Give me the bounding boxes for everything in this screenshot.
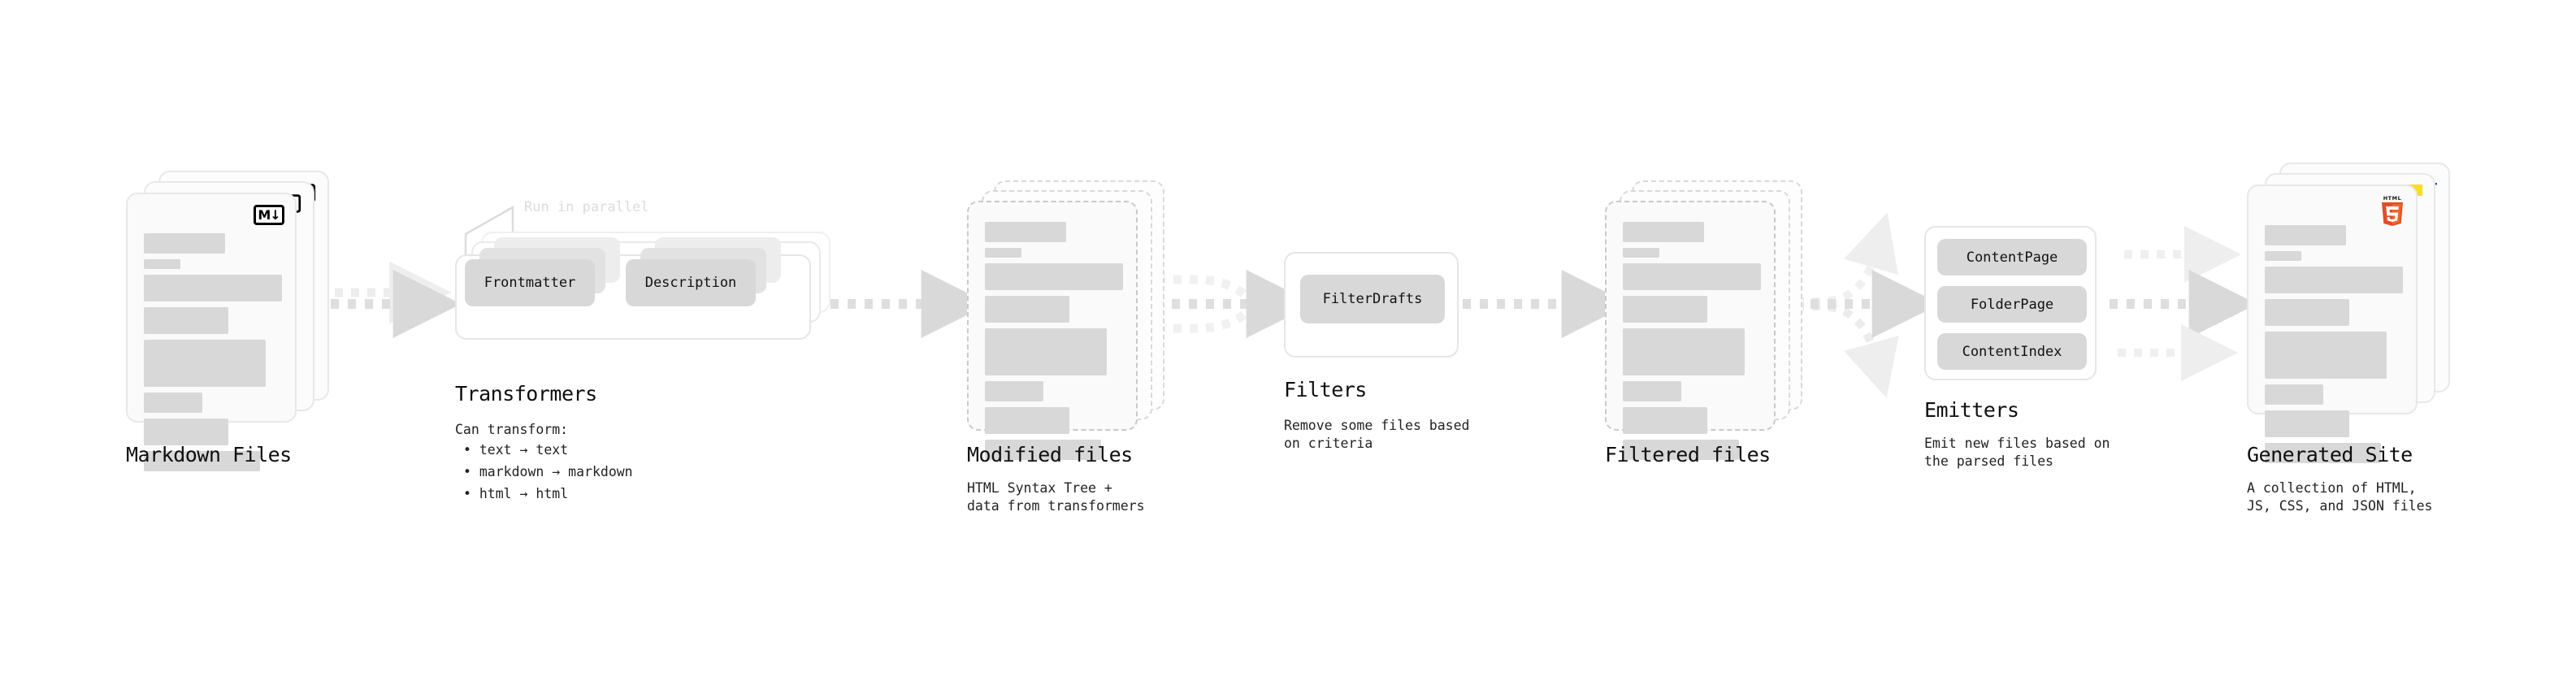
doc-line-6 [144,419,228,445]
html5-badge: HTML [2379,194,2406,227]
doc-line-5 [1623,381,1681,401]
transformers-bullet-1: • markdown → markdown [463,464,633,479]
generated-site-subtitle: A collection of HTML, JS, CSS, and JSON … [2247,480,2433,514]
doc-line-1 [144,259,180,269]
chip-contentindex[interactable]: ContentIndex [1937,333,2087,370]
doc-line-7 [144,451,260,471]
doc-line-4 [1623,328,1745,375]
transformers-bullet-0: • text → text [463,442,569,458]
doc-line-6 [985,407,1069,434]
doc-line-1 [985,248,1021,258]
doc-line-3 [985,296,1069,323]
doc-line-0 [2265,225,2346,245]
doc-line-3 [1623,296,1707,323]
doc-line-6 [1623,407,1707,434]
svg-text:HTML: HTML [2383,195,2402,202]
chip-contentpage[interactable]: ContentPage [1937,239,2087,275]
chip-folderpage[interactable]: FolderPage [1937,286,2087,323]
doc-line-7 [1623,440,1739,460]
stage-title-emitters: Emitters [1924,398,2019,422]
doc-line-3 [144,307,228,334]
doc-line-6 [2265,410,2349,437]
doc-line-0 [1623,222,1704,242]
doc-line-1 [1623,248,1659,258]
doc-placeholder-lines [985,222,1123,466]
doc-line-3 [2265,299,2349,326]
stage-title-markdown-files: Markdown Files [126,443,292,466]
doc-line-2 [2265,267,2403,293]
emitters-box: ContentPage FolderPage ContentIndex [1924,226,2097,380]
modified-card-front [967,201,1138,460]
doc-line-2 [144,275,282,301]
doc-line-4 [985,328,1107,375]
doc-line-0 [144,233,225,254]
arrow-emitters-to-site [2110,226,2257,381]
emitters-subtitle: Emit new files based on the parsed files [1924,436,2110,470]
filtered-card-front [1605,201,1776,460]
chip-filterdrafts[interactable]: FilterDrafts [1300,275,1445,323]
doc-placeholder-lines [1623,222,1761,466]
doc-line-0 [985,222,1066,242]
stage-title-filtered-files: Filtered files [1605,443,1771,466]
modified-files-subtitle: HTML Syntax Tree + data from transformer… [967,480,1145,514]
stage-title-modified-files: Modified files [967,443,1133,466]
doc-line-7 [2265,443,2381,463]
run-in-parallel-label: Run in parallel [524,199,649,215]
transformers-box-front: Frontmatter Description [455,237,811,340]
transformers-subtitle: Can transform: [455,422,569,437]
filters-box: FilterDrafts [1284,252,1459,358]
chip-frontmatter[interactable]: Frontmatter [465,259,595,306]
site-card-front-html: HTML [2247,184,2418,463]
chip-description[interactable]: Description [626,259,756,306]
doc-line-1 [2265,251,2301,261]
filters-subtitle: Remove some files based on criteria [1284,418,1470,452]
stage-title-filters: Filters [1284,378,1367,401]
doc-placeholder-lines [2265,225,2403,469]
doc-line-2 [985,263,1123,290]
markdown-badge: M↓ [254,205,284,225]
markdown-card-front: M↓ [126,193,297,471]
transformers-bullet-2: • html → html [463,486,569,501]
doc-line-7 [985,440,1101,460]
doc-placeholder-lines [144,233,282,477]
doc-line-5 [985,381,1043,401]
doc-line-4 [2265,332,2387,379]
stage-title-generated-site: Generated Site [2247,443,2413,466]
stage-title-transformers: Transformers [455,382,597,406]
doc-line-2 [1623,263,1761,290]
doc-line-5 [144,393,202,413]
doc-line-4 [144,340,266,387]
doc-line-5 [2265,384,2323,405]
